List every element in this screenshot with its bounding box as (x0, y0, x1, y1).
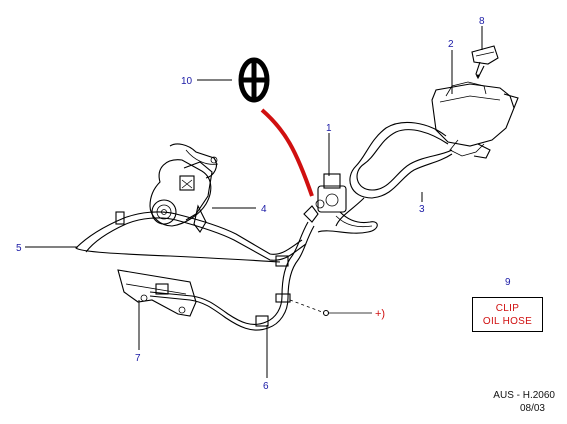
callout-10: 10 (181, 76, 193, 87)
callout-1: 1 (326, 123, 332, 134)
callout-6: 6 (263, 381, 269, 392)
note-line-1: CLIP (495, 302, 520, 314)
note-line-2: OIL HOSE (482, 315, 533, 327)
callout-3: 3 (419, 204, 425, 215)
callout-8: 8 (479, 16, 485, 27)
connection-line (289, 299, 372, 317)
steering-wheel-icon (238, 57, 270, 103)
hose-3[interactable] (335, 121, 453, 227)
leader-lines (25, 26, 483, 378)
highlight-pointer (260, 108, 314, 197)
note-box: CLIP OIL HOSE (472, 297, 543, 332)
reference-code: AUS - H.2060 (493, 390, 555, 401)
callout-9: 9 (505, 277, 511, 288)
power-steering-pump[interactable] (149, 143, 219, 233)
hose-5[interactable] (75, 211, 307, 267)
callout-5: 5 (16, 243, 22, 254)
fluid-reservoir[interactable] (431, 81, 519, 159)
connection-mark: +) (375, 308, 385, 320)
callout-4: 4 (261, 204, 267, 215)
hose-6[interactable] (149, 221, 315, 331)
reservoir-cap[interactable] (471, 45, 499, 80)
callout-7: 7 (135, 353, 141, 364)
reference-date: 08/03 (519, 403, 545, 414)
valve-assembly[interactable] (303, 173, 378, 234)
mounting-bracket[interactable] (117, 269, 197, 317)
callout-2: 2 (448, 39, 454, 50)
